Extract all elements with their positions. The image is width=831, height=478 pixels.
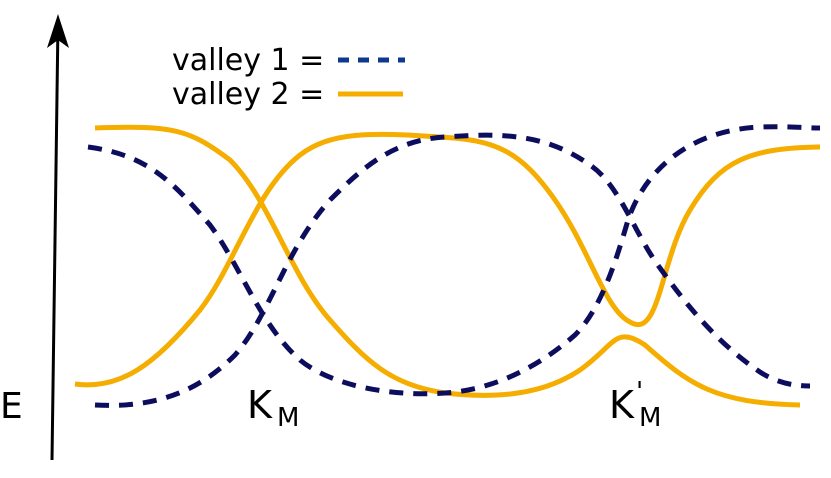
valley-2-band-2 bbox=[74, 131, 821, 388]
k-m-main: K bbox=[247, 383, 273, 427]
k-m-prime-main: K bbox=[609, 383, 635, 427]
k-m-prime-subscript: M bbox=[639, 403, 661, 433]
valley-1-band-1 bbox=[87, 124, 821, 397]
energy-axis-arrowhead bbox=[47, 14, 69, 48]
k-m-subscript: M bbox=[277, 403, 299, 433]
legend-valley-1-label: valley 1 = bbox=[172, 43, 324, 78]
k-m-prime-mark: ' bbox=[636, 377, 643, 407]
energy-axis-label: E bbox=[0, 386, 23, 427]
legend-valley-2-label: valley 2 = bbox=[172, 77, 324, 112]
valley-1-band-2 bbox=[94, 132, 811, 408]
energy-axis bbox=[50, 21, 60, 461]
k-m-point-label: K M bbox=[247, 383, 299, 433]
valley-2-band-1 bbox=[94, 124, 801, 408]
k-m-prime-point-label: K ' M bbox=[609, 377, 661, 433]
